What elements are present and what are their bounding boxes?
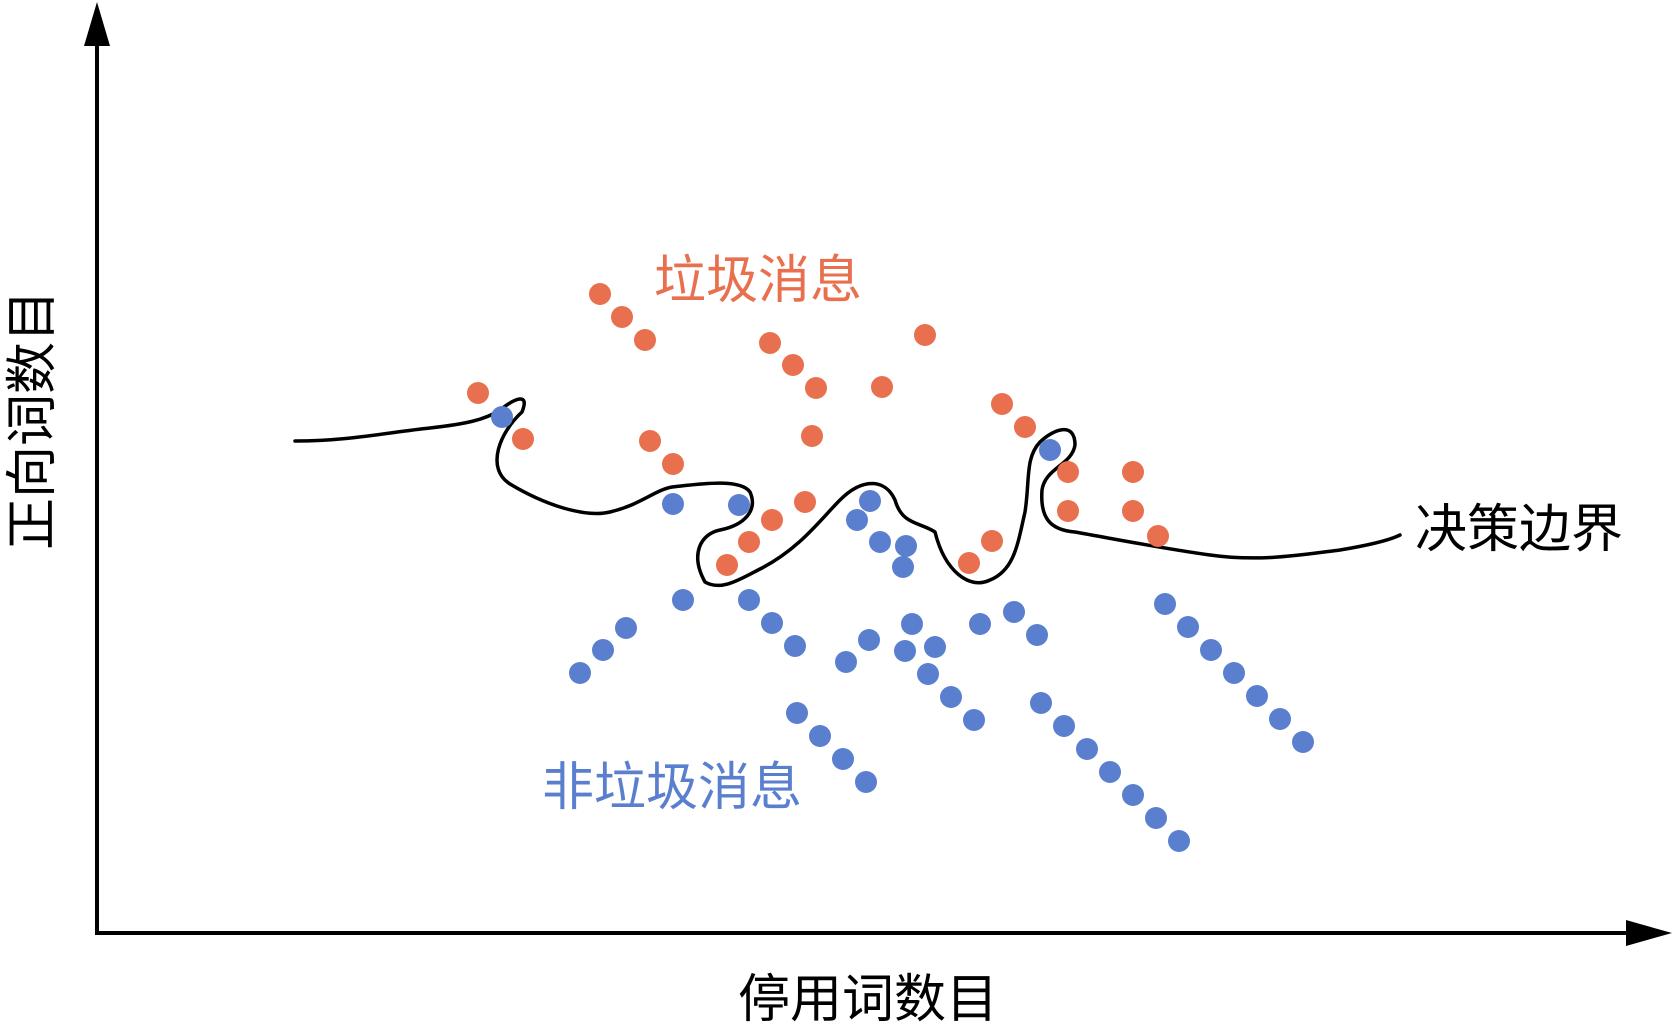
non-spam-point bbox=[728, 494, 750, 516]
non-spam-point bbox=[761, 612, 783, 634]
spam-point bbox=[871, 376, 893, 398]
non-spam-points bbox=[491, 406, 1314, 852]
spam-point bbox=[1122, 500, 1144, 522]
non-spam-point bbox=[1246, 685, 1268, 707]
non-spam-point bbox=[832, 748, 854, 770]
spam-point bbox=[958, 552, 980, 574]
non-spam-point bbox=[1200, 639, 1222, 661]
spam-point bbox=[981, 530, 1003, 552]
spam-point bbox=[794, 491, 816, 513]
spam-point bbox=[512, 428, 534, 450]
non-spam-point bbox=[846, 509, 868, 531]
spam-point bbox=[738, 531, 760, 553]
spam-point bbox=[1057, 461, 1079, 483]
non-spam-point bbox=[672, 589, 694, 611]
spam-point bbox=[805, 377, 827, 399]
non-spam-point bbox=[1039, 439, 1061, 461]
x-axis-arrowhead bbox=[1626, 920, 1672, 946]
non-spam-point bbox=[1154, 593, 1176, 615]
non-spam-point bbox=[855, 771, 877, 793]
spam-point bbox=[634, 329, 656, 351]
spam-point bbox=[589, 283, 611, 305]
non-spam-point bbox=[784, 635, 806, 657]
non-spam-point bbox=[1026, 624, 1048, 646]
non-spam-point bbox=[1177, 616, 1199, 638]
spam-point bbox=[761, 509, 783, 531]
spam-point bbox=[611, 306, 633, 328]
non-spam-point bbox=[859, 490, 881, 512]
non-spam-point bbox=[869, 531, 891, 553]
non-spam-point bbox=[895, 535, 917, 557]
non-spam-point bbox=[662, 493, 684, 515]
spam-point bbox=[1147, 525, 1169, 547]
non-spam-point bbox=[1099, 761, 1121, 783]
non-spam-point bbox=[969, 613, 991, 635]
y-axis-label: 正向词数目 bbox=[3, 290, 63, 550]
spam-point bbox=[467, 382, 489, 404]
non-spam-point bbox=[1030, 692, 1052, 714]
non-spam-point bbox=[835, 651, 857, 673]
non-spam-point bbox=[892, 556, 914, 578]
non-spam-point bbox=[901, 613, 923, 635]
non-spam-point bbox=[858, 629, 880, 651]
spam-point bbox=[639, 430, 661, 452]
spam-points bbox=[467, 283, 1169, 576]
non-spam-point bbox=[1003, 601, 1025, 623]
non-spam-point bbox=[491, 406, 513, 428]
non-spam-point bbox=[894, 640, 916, 662]
decision-boundary-label: 决策边界 bbox=[1415, 500, 1623, 560]
non-spam-point bbox=[1292, 731, 1314, 753]
spam-point bbox=[716, 554, 738, 576]
spam-point bbox=[914, 324, 936, 346]
spam-point bbox=[1057, 500, 1079, 522]
non-spam-point bbox=[1269, 708, 1291, 730]
non-spam-point bbox=[786, 702, 808, 724]
y-axis-arrowhead bbox=[84, 2, 110, 46]
x-axis-label: 停用词数目 bbox=[738, 970, 998, 1026]
non-spam-point bbox=[963, 709, 985, 731]
spam-point bbox=[759, 332, 781, 354]
non-spam-point bbox=[1223, 662, 1245, 684]
non-spam-point bbox=[615, 617, 637, 639]
spam-point bbox=[782, 354, 804, 376]
non-spam-point bbox=[569, 662, 591, 684]
decision-boundary-curve bbox=[293, 397, 1402, 588]
spam-point bbox=[801, 425, 823, 447]
axes bbox=[84, 2, 1672, 946]
non-spam-point bbox=[917, 663, 939, 685]
non-spam-point bbox=[1076, 738, 1098, 760]
spam-point bbox=[991, 393, 1013, 415]
non-spam-point bbox=[809, 725, 831, 747]
non-spam-point bbox=[1145, 807, 1167, 829]
non-spam-point bbox=[1168, 830, 1190, 852]
non-spam-point bbox=[924, 636, 946, 658]
spam-class-label: 垃圾消息 bbox=[654, 251, 862, 311]
non-spam-point bbox=[1053, 715, 1075, 737]
spam-point bbox=[662, 453, 684, 475]
non-spam-point bbox=[592, 639, 614, 661]
non-spam-class-label: 非垃圾消息 bbox=[542, 758, 802, 818]
non-spam-point bbox=[940, 686, 962, 708]
spam-point bbox=[1122, 461, 1144, 483]
spam-point bbox=[1014, 416, 1036, 438]
non-spam-point bbox=[738, 589, 760, 611]
non-spam-point bbox=[1122, 784, 1144, 806]
